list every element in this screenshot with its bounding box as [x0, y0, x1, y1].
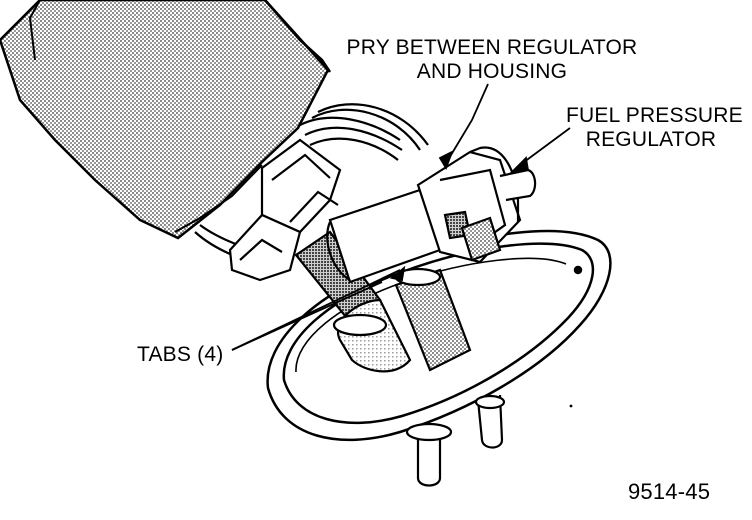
fuel-pressure-regulator-label: FUEL PRESSURE REGULATOR — [566, 104, 743, 151]
pry-leader — [447, 83, 489, 161]
outlet-tubes — [405, 394, 506, 487]
fpr-leader — [519, 127, 571, 166]
pry-callout-label: PRY BETWEEN REGULATOR AND HOUSING — [346, 36, 638, 83]
hand-shape — [0, 0, 332, 240]
tabs-label: TABS (4) — [137, 343, 224, 366]
tabs-leader-2 — [231, 281, 383, 351]
module-posts — [294, 230, 472, 373]
leader-lines — [231, 83, 571, 351]
stray-mark — [569, 404, 573, 408]
figure-number: 9514-45 — [628, 479, 711, 504]
electrical-connector — [228, 138, 342, 282]
fuel-pressure-regulator — [416, 146, 537, 264]
